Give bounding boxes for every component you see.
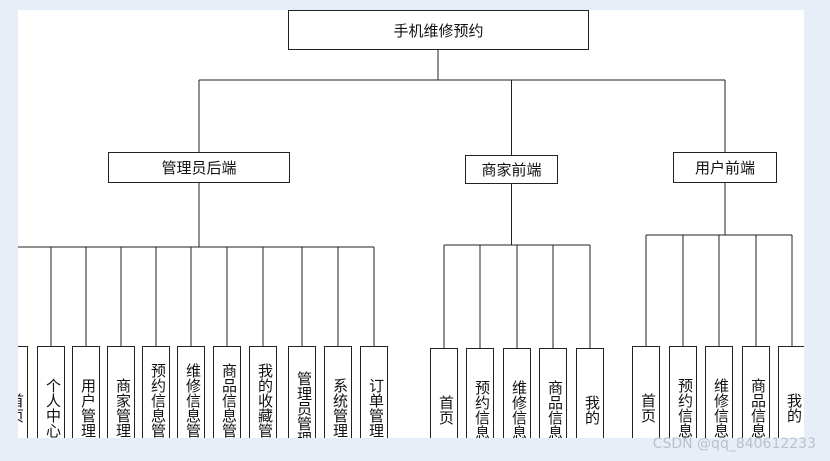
group-node-merchant: 商家前端 — [465, 155, 558, 184]
leaf-node: 系统管理 — [324, 346, 352, 438]
leaf-node: 首页 — [430, 348, 458, 438]
group-node-user: 用户前端 — [673, 152, 777, 183]
leaf-node: 我的 — [778, 346, 804, 438]
leaf-node: 我的 — [576, 348, 604, 438]
leaf-node: 用户管理 — [72, 346, 100, 438]
leaf-node: 订单管理 — [360, 346, 388, 438]
leaf-node: 预约信息 — [669, 346, 697, 438]
watermark: CSDN @qq_840612233 — [652, 436, 816, 452]
leaf-node: 预约信息 — [466, 348, 494, 438]
leaf-node: 管理员管理 — [288, 346, 316, 438]
leaf-node: 维修信息 — [705, 346, 733, 438]
leaf-node: 个人中心 — [37, 346, 65, 438]
leaf-node: 预约信息管理 — [142, 346, 170, 438]
leaf-node: 商家管理 — [107, 346, 135, 438]
module-diagram: 手机维修预约 管理员后端 商家前端 用户前端 首页个人中心用户管理商家管理预约信… — [18, 10, 804, 438]
leaf-node: 首页 — [18, 346, 28, 438]
leaf-node: 商品信息 — [742, 346, 770, 438]
leaf-node: 商品信息管理 — [213, 346, 241, 438]
leaf-node: 维修信息 — [503, 348, 531, 438]
root-node: 手机维修预约 — [288, 10, 589, 50]
leaf-node: 商品信息 — [539, 348, 567, 438]
leaf-node: 首页 — [632, 346, 660, 438]
group-node-admin: 管理员后端 — [108, 152, 290, 183]
connector-lines — [18, 50, 793, 348]
leaf-node: 我的收藏管理 — [249, 346, 277, 438]
leaf-node: 维修信息管理 — [177, 346, 205, 438]
